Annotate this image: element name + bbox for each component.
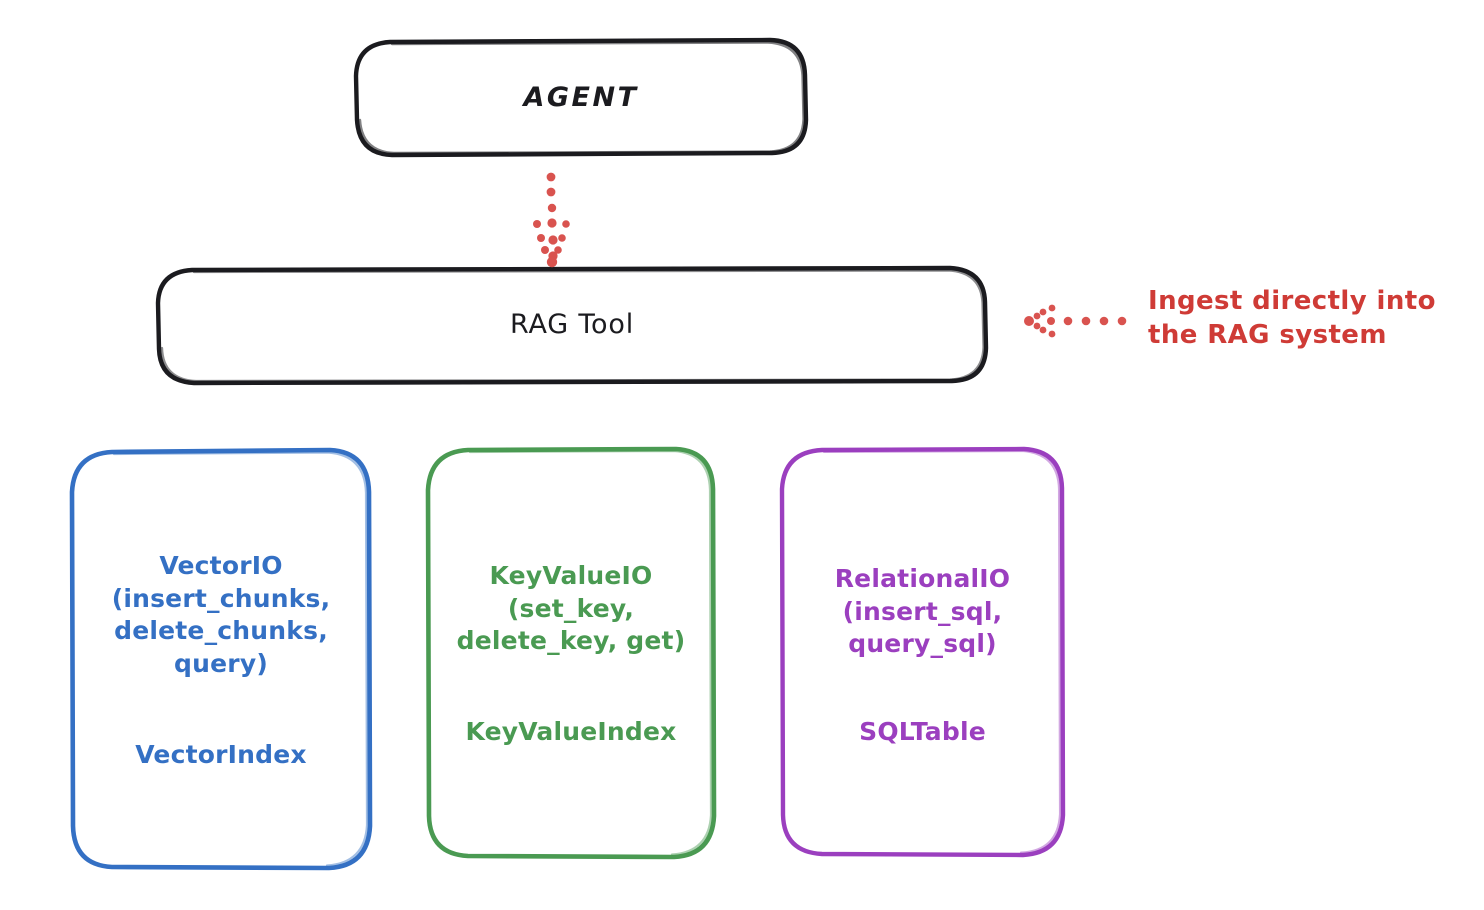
relational-io-index-label: SQLTable [859,716,986,746]
vector-io-index-label: VectorIndex [135,739,307,769]
ingest-annotation-label: Ingest directly into the RAG system [1148,286,1436,350]
agent-label: AGENT [523,82,639,114]
ingest-dotted-arrow [1024,304,1127,338]
key-value-io-api-label: KeyValueIO (set_key, delete_key, get) [456,561,686,656]
relational-io-api-label: RelationalIO (insert_sql, query_sql) [834,564,1011,659]
key-value-io-index-label: KeyValueIndex [465,716,677,746]
vector-io-api-label: VectorIO (insert_chunks, delete_chunks, … [111,551,331,678]
rag-tool-label: RAG Tool [509,309,634,341]
agent-to-rag-dotted-arrow [533,172,570,268]
